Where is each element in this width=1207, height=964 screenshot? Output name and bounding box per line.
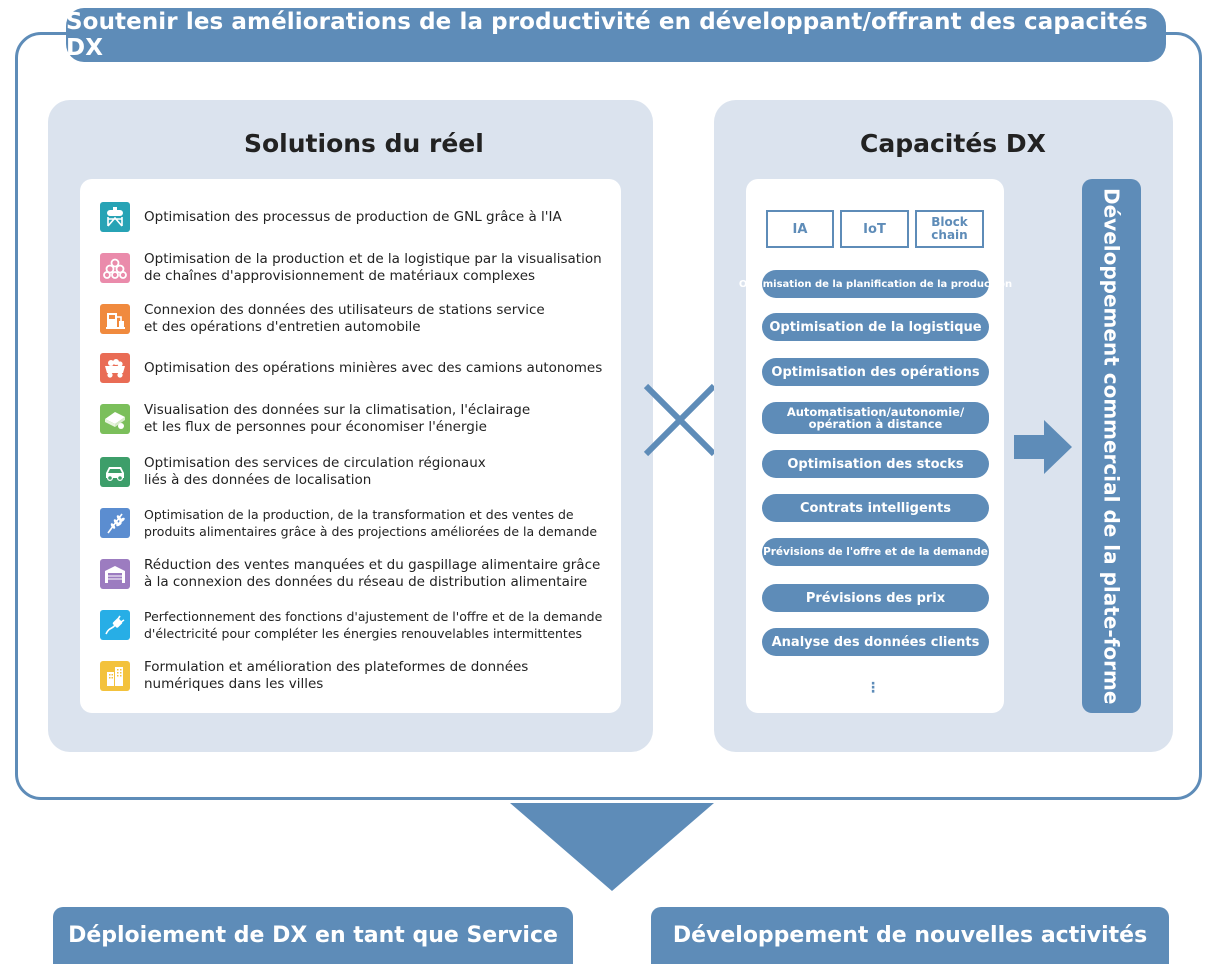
solution-item: Connexion des données des utilisateurs d…	[100, 302, 545, 336]
pill-label: Optimisation des stocks	[787, 456, 964, 472]
solution-item: Visualisation des données sur la climati…	[100, 402, 530, 436]
lng-plant-icon	[100, 202, 130, 232]
solution-item: Réduction des ventes manquées et du gasp…	[100, 557, 600, 591]
right-arrow-icon	[1014, 420, 1072, 474]
tag-label: IA	[792, 221, 808, 237]
pill-label: Prévisions des prix	[805, 590, 946, 606]
solution-line: Optimisation des processus de production…	[144, 208, 562, 225]
capability-pill: Analyse des données clients	[762, 628, 989, 656]
tag-label: Block	[931, 215, 968, 229]
pill-label: Optimisation de la planification de la p…	[738, 278, 1013, 290]
capability-pill: Contrats intelligents	[762, 494, 989, 522]
platform-label: Développement commercial de la plate-for…	[1099, 187, 1124, 705]
solution-line: Optimisation de la production et de la l…	[144, 251, 602, 267]
capability-pill: Optimisation des opérations	[762, 358, 989, 386]
solution-line: Réduction des ventes manquées et du gasp…	[144, 557, 601, 573]
outcome-box-new-business: Développement de nouvelles activités	[651, 907, 1169, 964]
solution-item: Optimisation des services de circulation…	[100, 455, 486, 489]
solution-line: Formulation et amélioration des platefor…	[144, 659, 529, 675]
wheat-icon	[100, 508, 130, 538]
capability-pill: Automatisation/autonomie/opération à dis…	[762, 402, 989, 434]
warehouse-icon	[100, 559, 130, 589]
platform-bar: Développement commercial de la plate-for…	[1082, 179, 1141, 713]
capability-pill: Prévisions des prix	[762, 584, 989, 612]
solution-item: Formulation et amélioration des platefor…	[100, 659, 528, 693]
capability-pill: Optimisation de la planification de la p…	[739, 270, 1012, 298]
solution-item: Optimisation de la production et de la l…	[100, 251, 602, 285]
more-ellipsis: ⋮	[866, 680, 880, 696]
pill-label: opération à distance	[808, 417, 943, 431]
tag-iot: IoT	[840, 210, 909, 248]
solution-line: Connexion des données des utilisateurs d…	[144, 302, 545, 318]
tag-label: chain	[931, 228, 968, 242]
solution-item: Optimisation des processus de production…	[100, 202, 562, 232]
solution-line: liés à des données de localisation	[144, 472, 372, 488]
solution-line: Optimisation des services de circulation…	[144, 455, 486, 471]
solution-line: Optimisation de la production, de la tra…	[144, 507, 574, 522]
mining-truck-icon	[100, 353, 130, 383]
solution-line: Perfectionnement des fonctions d'ajustem…	[144, 609, 603, 624]
car-icon	[100, 457, 130, 487]
solution-line: numériques dans les villes	[144, 676, 324, 692]
pill-label: Contrats intelligents	[799, 500, 952, 516]
solutions-list-box	[80, 179, 621, 713]
solution-line: produits alimentaires grâce à des projec…	[144, 524, 598, 539]
pill-label: Automatisation/autonomie/	[786, 405, 965, 419]
pill-label: Analyse des données clients	[771, 634, 980, 650]
solution-item: Optimisation de la production, de la tra…	[100, 506, 597, 540]
pipes-icon	[100, 253, 130, 283]
solution-item: Perfectionnement des fonctions d'ajustem…	[100, 608, 602, 642]
solution-line: et les flux de personnes pour économiser…	[144, 419, 487, 435]
capabilities-list-box	[746, 179, 1004, 713]
capabilities-heading: Capacités DX	[860, 129, 1046, 158]
multiply-cross-icon	[643, 383, 717, 457]
building-energy-icon	[100, 404, 130, 434]
page-title: Soutenir les améliorations de la product…	[66, 8, 1166, 62]
solution-line: et des opérations d'entretien automobile	[144, 319, 421, 335]
pill-label: Prévisions de l'offre et de la demande	[763, 546, 988, 558]
capability-pill: Optimisation de la logistique	[762, 313, 989, 341]
solution-item: Optimisation des opérations minières ave…	[100, 353, 602, 383]
pill-label: Optimisation de la logistique	[769, 319, 982, 335]
down-arrow-icon	[510, 803, 714, 891]
solution-line: d'électricité pour compléter les énergie…	[144, 626, 583, 641]
electric-plug-icon	[100, 610, 130, 640]
capability-pill: Optimisation des stocks	[762, 450, 989, 478]
solutions-heading: Solutions du réel	[244, 129, 484, 158]
outcome-box-dxaas: Déploiement de DX en tant que Service	[53, 907, 573, 964]
gas-station-icon	[100, 304, 130, 334]
capability-pill: Prévisions de l'offre et de la demande	[762, 538, 989, 566]
tag-label: IoT	[863, 221, 886, 237]
solution-line: Visualisation des données sur la climati…	[144, 402, 531, 418]
solution-line: Optimisation des opérations minières ave…	[144, 359, 603, 376]
solution-line: de chaînes d'approvisionnement de matéri…	[144, 268, 536, 284]
solution-line: à la connexion des données du réseau de …	[144, 574, 588, 590]
tag-ia: IA	[766, 210, 834, 248]
city-buildings-icon	[100, 661, 130, 691]
pill-label: Optimisation des opérations	[771, 364, 980, 380]
